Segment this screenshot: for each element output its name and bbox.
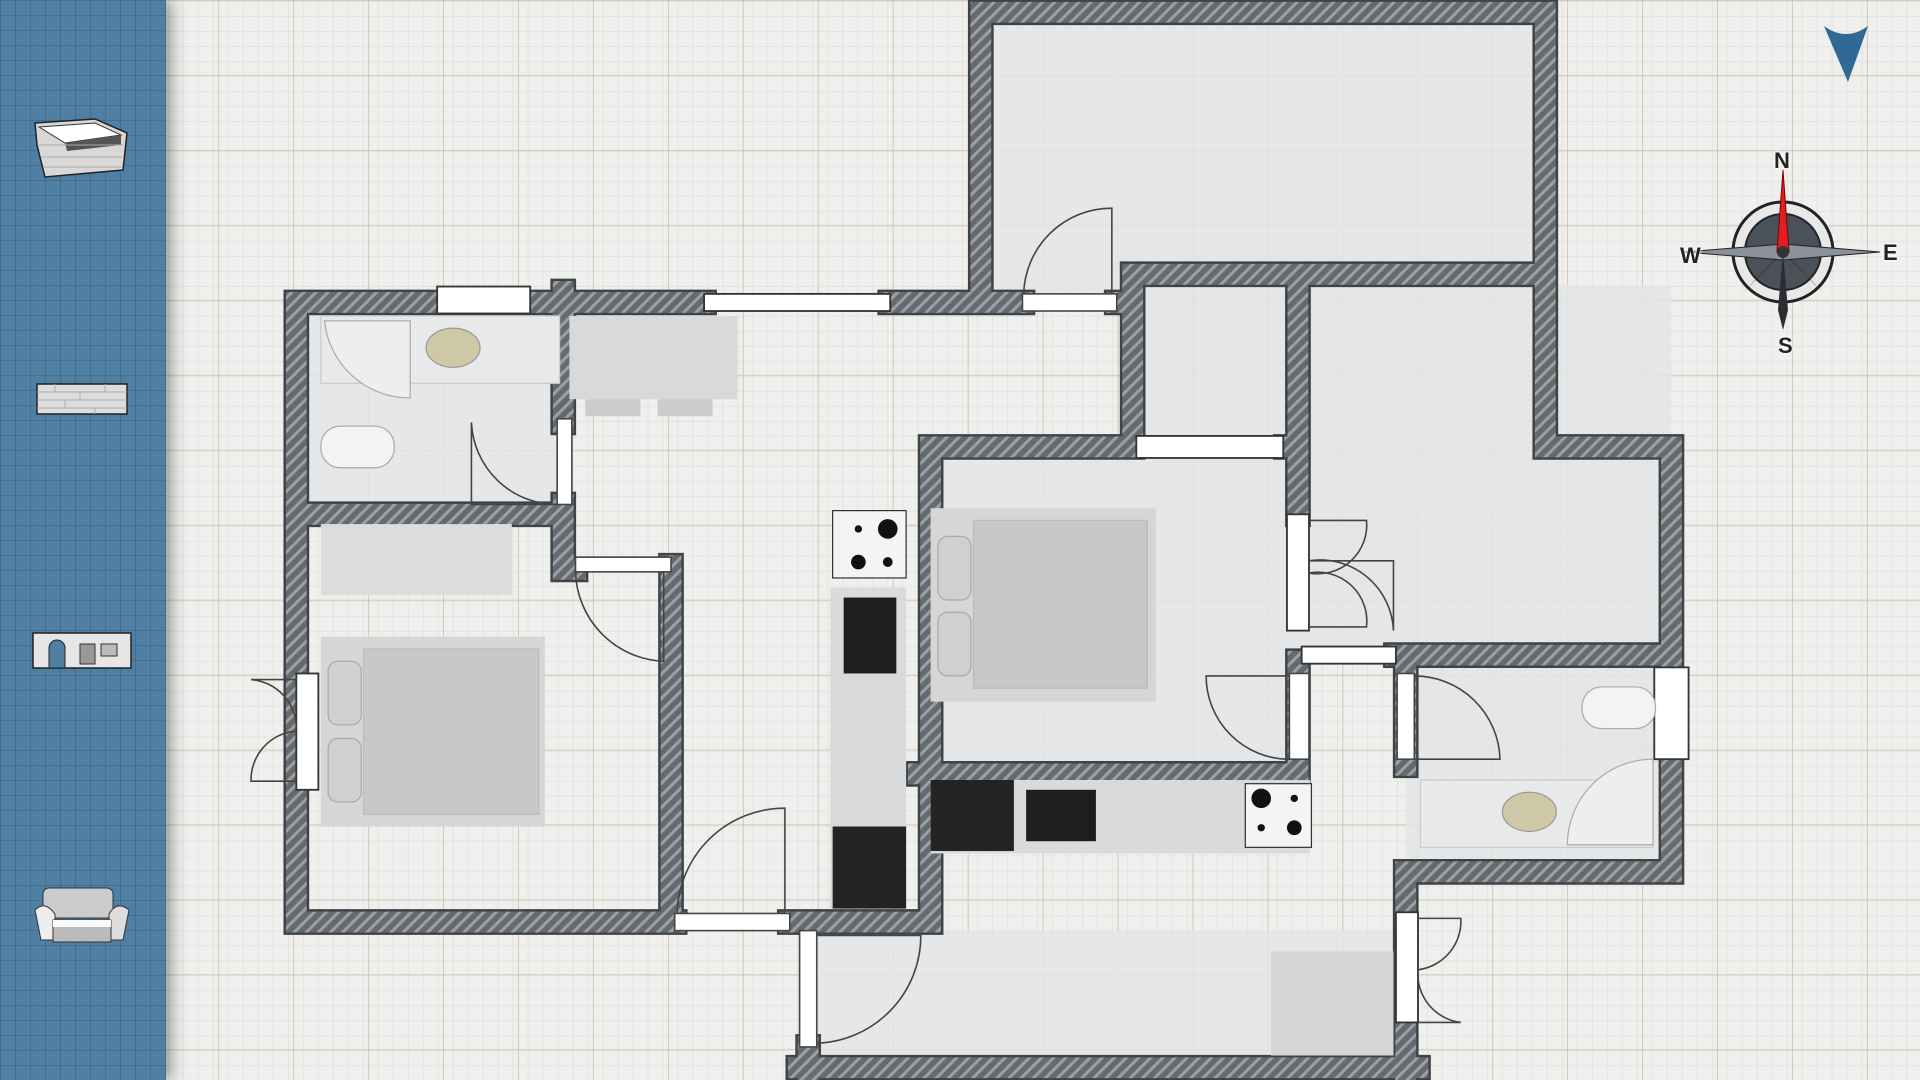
tool-sidebar <box>0 0 166 1080</box>
wall-tool-button[interactable] <box>25 370 140 460</box>
door-window-icon <box>32 632 132 669</box>
bed-middle <box>930 508 1156 702</box>
compass-south-label: S <box>1778 333 1793 358</box>
compass-icon <box>1683 169 1881 330</box>
bed-left <box>320 636 545 827</box>
armchair-icon <box>34 887 130 943</box>
collapse-menu-arrow-icon[interactable] <box>1818 22 1874 86</box>
brick-wall-icon <box>36 383 128 415</box>
kitchen <box>830 510 1313 909</box>
room-tool-button[interactable] <box>25 105 140 195</box>
compass-north-label: N <box>1774 148 1790 173</box>
furniture-tool-button[interactable] <box>25 880 140 970</box>
openings-tool-button[interactable] <box>25 628 140 718</box>
bathroom-left <box>320 315 738 596</box>
bathroom-right <box>1419 686 1657 848</box>
compass-rose: N S W E <box>1670 140 1900 370</box>
furniture <box>320 315 1657 1056</box>
windows <box>295 285 1690 1024</box>
doors <box>250 207 1501 1048</box>
room-box-icon <box>34 118 128 178</box>
compass-east-label: E <box>1883 240 1898 265</box>
compass-west-label: W <box>1680 243 1701 268</box>
